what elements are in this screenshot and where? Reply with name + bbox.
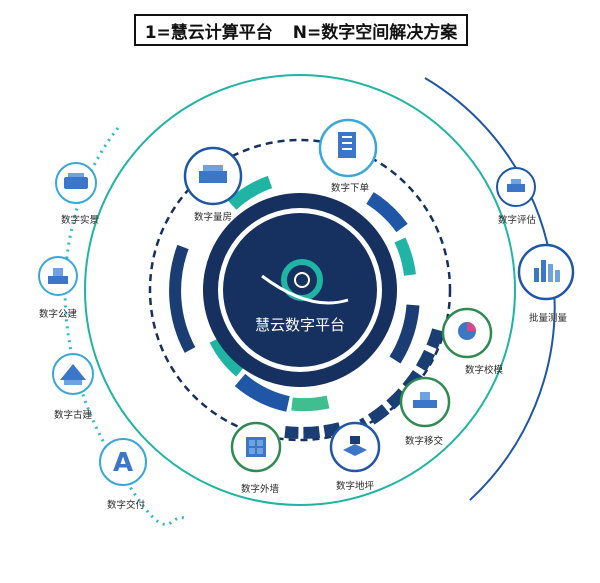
segment-navy-bottom [284, 422, 342, 439]
title-left: 1=慧云计算平台 [144, 22, 273, 43]
segment-navy-right [389, 304, 420, 364]
evaluation-icon [507, 179, 525, 192]
node-label-pinggu: 数字评估 [498, 214, 537, 226]
node-dipi: 数字地坪 [329, 421, 381, 492]
diagram-title: 1=慧云计算平台 N=数字空间解决方案 [134, 14, 468, 46]
dashed-ring [148, 138, 452, 442]
node-label-celiang: 批量测量 [529, 312, 568, 324]
outer-ring [84, 74, 516, 506]
delivery-icon: A [113, 448, 133, 478]
order-document-icon [338, 132, 356, 158]
node-pinggu: 数字评估 [496, 167, 537, 226]
facade-icon [246, 437, 266, 457]
node-xiadan: 数字下单 [318, 118, 378, 194]
segment-teal-right [394, 237, 416, 276]
segment-teal-left-bottom [209, 337, 245, 377]
segment-blue-bottom [234, 373, 290, 412]
segment-teal-top [227, 175, 273, 210]
node-yijiao: 数字移交 [399, 376, 451, 447]
node-label-xiaomo: 数字校模 [465, 364, 504, 376]
node-label-waiqiang: 数字外墙 [241, 483, 280, 495]
batch-measure-icon [534, 260, 560, 282]
node-xiaomo: 数字校模 [441, 307, 504, 376]
node-shiliang: 数字实景 [55, 162, 99, 226]
ancient-building-icon [60, 364, 86, 385]
title-right: N=数字空间解决方案 [292, 22, 458, 43]
node-liangfang: 数字量房 [183, 146, 243, 223]
segment-blue-top-right [366, 192, 408, 233]
center-logo-icon [261, 259, 349, 305]
node-gujian: 数字古建 [52, 353, 94, 421]
model-check-icon [458, 322, 476, 340]
node-label-gongjian: 数字公建 [39, 308, 78, 320]
public-building-icon [48, 268, 68, 284]
node-label-liangfang: 数字量房 [194, 211, 232, 223]
node-waiqiang: 数字外墙 [230, 421, 282, 495]
node-celiang: 批量测量 [517, 243, 575, 324]
node-label-yijiao: 数字移交 [405, 435, 444, 447]
center-disc [223, 213, 377, 367]
node-label-dipi: 数字地坪 [336, 480, 375, 492]
node-label-gujian: 数字古建 [54, 409, 93, 421]
center-label: 慧云数字平台 [255, 316, 345, 334]
floor-icon [343, 436, 367, 456]
segment-green-bottom [291, 395, 330, 412]
node-label-shiliang: 数字实景 [61, 214, 99, 226]
node-label-jiaofu: 数字交付 [107, 499, 146, 511]
node-jiaofu: A 数字交付 [99, 438, 147, 511]
panorama-icon [64, 173, 88, 189]
node-label-xiadan: 数字下单 [331, 182, 370, 194]
node-gongjian: 数字公建 [38, 256, 78, 320]
segment-navy-left [169, 244, 196, 353]
handover-icon [413, 392, 437, 408]
house-measure-icon [199, 165, 227, 183]
